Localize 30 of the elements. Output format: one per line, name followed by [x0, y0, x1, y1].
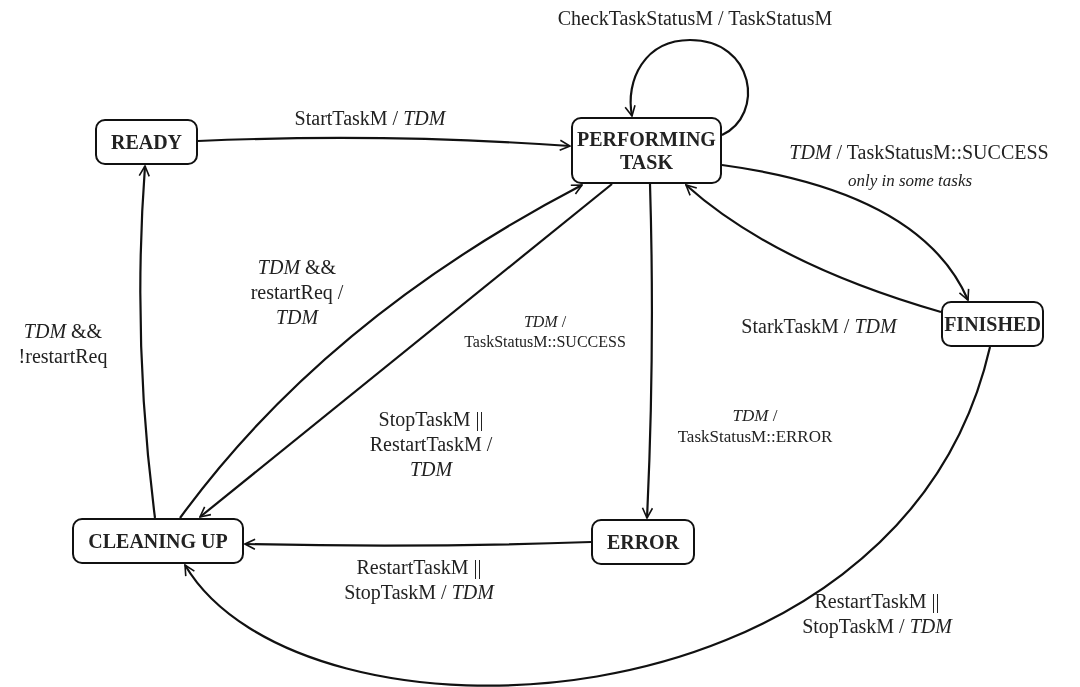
state-name: CLEANING UP	[88, 529, 228, 553]
condition-text: StopTaskM || RestartTaskM / TDM	[368, 407, 494, 482]
state-box	[95, 119, 198, 165]
edge-label: TDM && restartReq / TDM	[249, 255, 345, 330]
edge-label: CheckTaskStatusM / TaskStatusM	[556, 6, 834, 31]
edge-label: TDM && !restartReq	[17, 319, 109, 369]
transition-arrow	[244, 538, 592, 550]
edge-label: TDM / TaskStatusM::SUCCESS	[788, 140, 1050, 165]
note-text: only in some tasks	[846, 170, 974, 192]
state-name: FINISHED	[944, 312, 1041, 336]
state-name: ERROR	[606, 530, 680, 554]
edge-label: TDM / TaskStatusM::ERROR	[676, 405, 834, 448]
transition-arrow	[624, 38, 750, 136]
transition-arrow	[685, 184, 942, 314]
transition-arrow	[138, 165, 157, 519]
state-box	[941, 301, 1044, 347]
transition-arrow	[721, 163, 969, 301]
state-box	[591, 519, 695, 565]
transition-arrow	[641, 183, 654, 519]
edge-label: RestartTaskM || StopTaskM / TDM	[343, 555, 496, 605]
edge-label: StartTaskM / TDM	[293, 106, 447, 131]
edge-label: RestartTaskM || StopTaskM / TDM	[801, 589, 954, 639]
state-box	[72, 518, 244, 564]
state-name: READY	[110, 130, 183, 154]
state-box	[571, 117, 722, 184]
transition-arrow	[184, 346, 992, 687]
edge-label: StarkTaskM / TDM	[740, 314, 899, 339]
edge-label: TDM / TaskStatusM::SUCCESS	[463, 312, 627, 352]
transition-arrow	[197, 136, 571, 152]
state-name: PERFORMING TASK	[576, 127, 717, 174]
